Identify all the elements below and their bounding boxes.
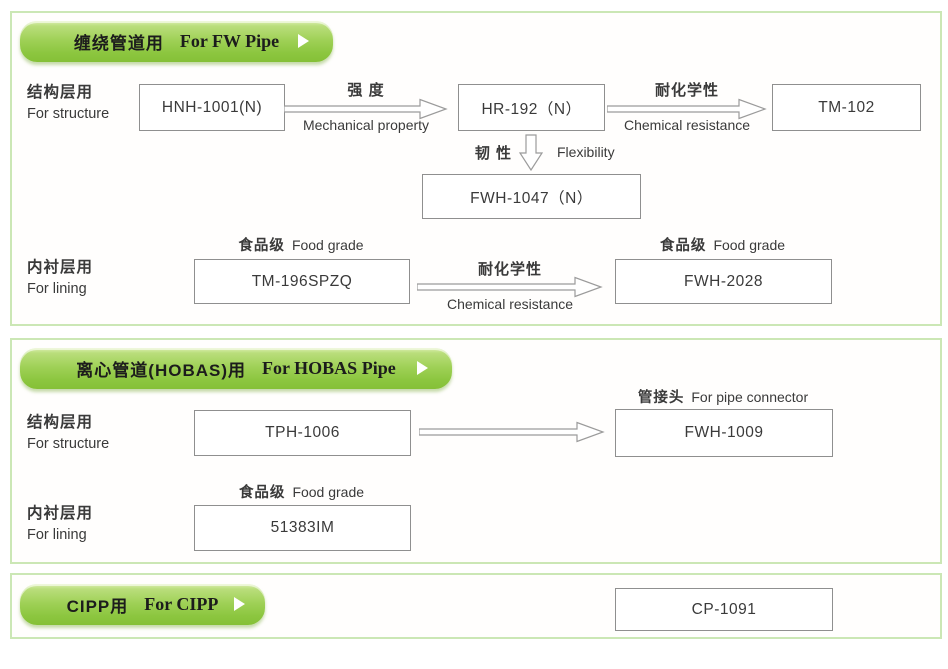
lining-row-label: 内衬层用 For lining (27, 503, 93, 545)
food-grade-tag: 食品级 Food grade (194, 481, 409, 502)
pipe-connector-tag: 管接头 For pipe connector (615, 386, 831, 407)
play-icon (234, 597, 245, 611)
lining-label-zh: 内衬层用 (27, 505, 94, 522)
arrow-flex-label-en: Flexibility (557, 144, 615, 160)
down-arrow-icon (518, 134, 544, 172)
lining-label-zh: 内衬层用 (27, 259, 94, 276)
fw-pipe-title-en: For FW Pipe (179, 31, 280, 51)
node-fwh-1009: FWH-1009 (615, 409, 833, 457)
section-hobas-pipe: 离心管道(HOBAS)用 For HOBAS Pipe 管接头 For pipe … (10, 338, 942, 564)
structure-label-en: For structure (27, 106, 110, 122)
fw-pipe-header-button[interactable]: 缠绕管道用 For FW Pipe (20, 21, 333, 62)
arrow-chem1 (607, 97, 767, 121)
pipe-connector-en: For pipe connector (691, 389, 809, 405)
arrow-to-connector (419, 420, 605, 444)
arrow-strength-label-en: Mechanical property (302, 117, 430, 133)
food-grade-tag-1: 食品级 Food grade (194, 234, 408, 255)
arrow-chem2 (417, 275, 603, 299)
arrow-chem2-label-zh: 耐化学性 (477, 261, 542, 278)
node-cp-1091: CP-1091 (615, 588, 833, 631)
hobas-pipe-title-zh: 离心管道(HOBAS)用 (76, 361, 247, 380)
structure-label-zh: 结构层用 (27, 84, 94, 101)
arrow-chem2-label-en: Chemical resistance (446, 296, 574, 312)
node-fwh-1009-label: FWH-1009 (684, 424, 764, 441)
node-51383im: 51383IM (194, 505, 411, 551)
arrow-flexibility (518, 134, 544, 172)
node-hnh-1001n: HNH-1001(N) (139, 84, 285, 131)
cipp-title-en: For CIPP (144, 594, 219, 614)
food-grade-2-en: Food grade (713, 237, 786, 253)
food-grade-2-zh: 食品级 (659, 238, 707, 254)
cipp-title-zh: CIPP用 (66, 597, 129, 616)
lining-label-en: For lining (27, 281, 87, 297)
food-grade-en: Food grade (292, 484, 365, 500)
pipe-connector-zh: 管接头 (637, 390, 685, 406)
structure-label-zh: 结构层用 (27, 414, 94, 431)
play-icon (417, 361, 428, 375)
food-grade-1-en: Food grade (291, 237, 364, 253)
food-grade-1-zh: 食品级 (238, 238, 285, 254)
structure-row-label: 结构层用 For structure (27, 412, 109, 454)
right-arrow-icon (607, 98, 767, 120)
node-tph-1006-label: TPH-1006 (265, 424, 340, 441)
lining-label-en: For lining (27, 527, 87, 543)
arrow-flex-label-zh: 韧 性 (474, 145, 512, 162)
section-cipp: CIPP用 For CIPP CP-1091 (10, 573, 942, 639)
node-tm-196spzq-label: TM-196SPZQ (251, 272, 353, 290)
lining-row-label: 内衬层用 For lining (27, 257, 93, 299)
arrow-strength (284, 97, 448, 121)
right-arrow-icon (417, 276, 603, 298)
node-cp-1091-label: CP-1091 (691, 600, 757, 618)
node-hnh-1001n-label: HNH-1001(N) (161, 98, 263, 116)
play-icon (298, 34, 309, 48)
node-fwh-2028: FWH-2028 (615, 259, 832, 304)
section-fw-pipe: 缠绕管道用 For FW Pipe 结构层用 For structure HNH… (10, 11, 942, 326)
node-tph-1006: TPH-1006 (194, 410, 411, 456)
node-fwh-1047n-label: FWH-1047（N） (470, 189, 593, 207)
node-tm-196spzq: TM-196SPZQ (194, 259, 410, 304)
node-tm-102-label: TM-102 (818, 98, 875, 116)
node-hr-192n-label: HR-192（N） (481, 100, 582, 118)
right-arrow-icon (284, 98, 448, 120)
node-tm-102: TM-102 (772, 84, 921, 131)
structure-label-en: For structure (27, 436, 110, 452)
right-arrow-icon (419, 421, 605, 443)
food-grade-tag-2: 食品级 Food grade (615, 234, 830, 255)
arrow-chem1-label-en: Chemical resistance (623, 117, 751, 133)
cipp-header-button[interactable]: CIPP用 For CIPP (20, 584, 265, 625)
fw-pipe-title-zh: 缠绕管道用 (73, 34, 164, 53)
structure-row-label: 结构层用 For structure (27, 82, 109, 124)
node-fwh-2028-label: FWH-2028 (684, 272, 763, 290)
hobas-pipe-title-en: For HOBAS Pipe (262, 358, 396, 378)
hobas-pipe-header-button[interactable]: 离心管道(HOBAS)用 For HOBAS Pipe (20, 348, 452, 389)
arrow-chem1-label-zh: 耐化学性 (654, 82, 719, 99)
food-grade-zh: 食品级 (238, 485, 286, 501)
node-fwh-1047n: FWH-1047（N） (422, 174, 641, 219)
arrow-strength-label-zh: 强 度 (347, 82, 385, 99)
node-51383im-label: 51383IM (270, 519, 335, 536)
node-hr-192n: HR-192（N） (458, 84, 605, 131)
